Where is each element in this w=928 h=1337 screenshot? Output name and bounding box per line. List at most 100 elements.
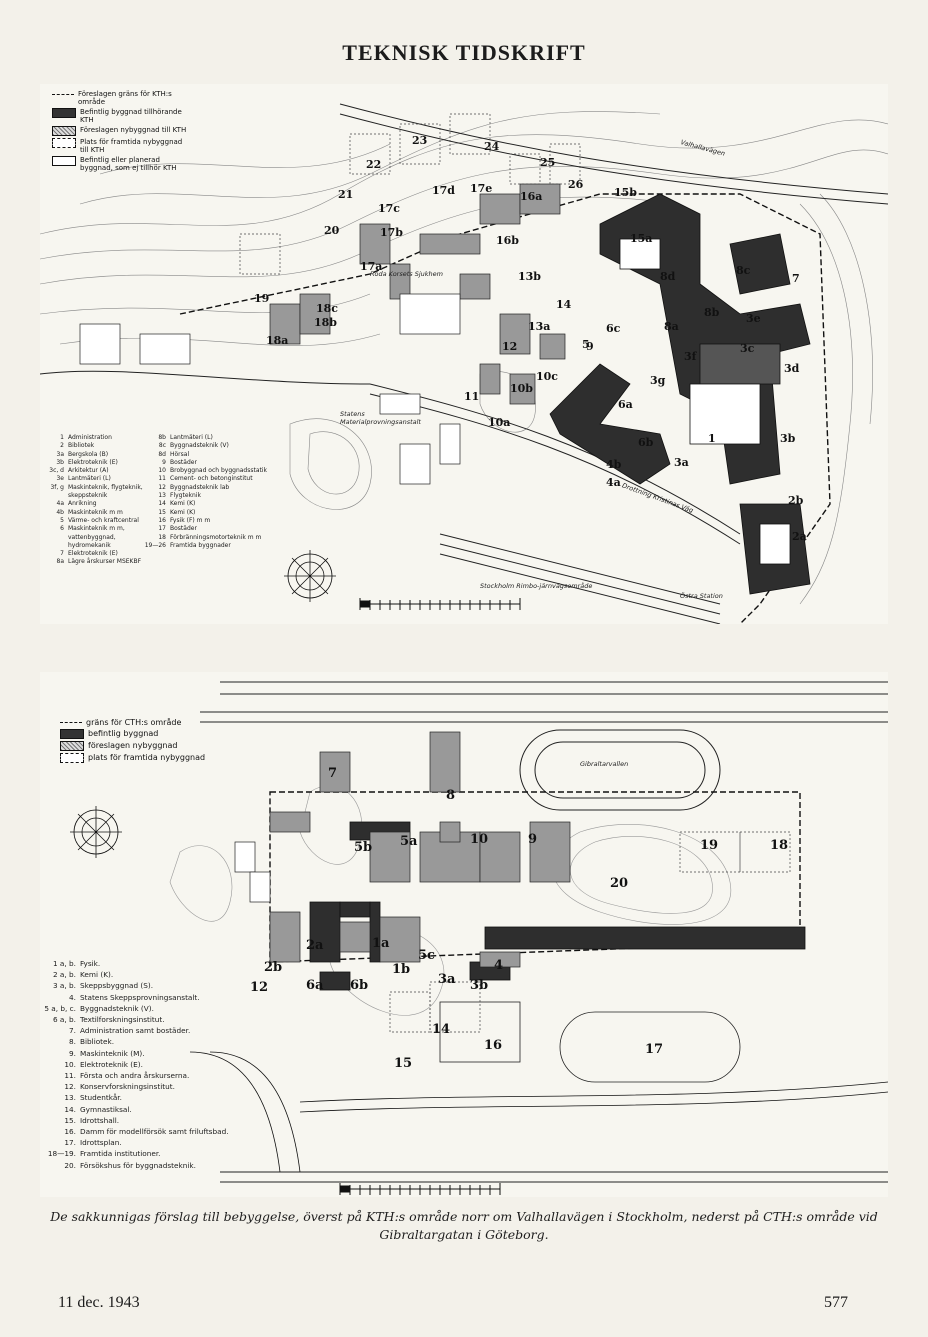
cth-site-plan: gräns för CTH:s område befintlig byggnad… — [40, 672, 888, 1197]
building-label: 13b — [518, 270, 541, 283]
key-number: 10 — [158, 467, 166, 475]
building-label: 8b — [704, 306, 720, 319]
building-label: 8a — [664, 320, 679, 333]
key-number: 4b — [56, 508, 64, 516]
building-label: 10b — [510, 382, 533, 395]
key-text: Fysik. — [80, 959, 101, 968]
key-text: Statens Skeppsprovningsanstalt. — [80, 992, 200, 1002]
building-label: 12 — [502, 340, 518, 353]
key-entry: 10 Brobyggnad och byggnadsstatik — [142, 467, 267, 475]
key-text: Anrikning — [68, 500, 97, 508]
building-label: 8d — [660, 270, 676, 283]
key-text: Lägre årskurser MSEKBF — [68, 558, 142, 566]
building-label: 15a — [630, 232, 653, 245]
building-label: 11 — [464, 390, 480, 403]
key-number: 5 — [60, 516, 64, 524]
key-text: Idrottsplan. — [80, 1138, 122, 1148]
key-entry: 15.Idrottshall. — [40, 1115, 240, 1126]
key-number: 18 — [158, 533, 166, 541]
key-text: Brobyggnad och byggnadsstatik — [170, 467, 268, 475]
page-number: 577 — [824, 1294, 848, 1311]
key-text: Konservforskningsinstitut. — [80, 1082, 175, 1092]
key-number: 3f, g — [50, 483, 64, 491]
building-label: 3b — [470, 978, 489, 993]
key-text: Skeppsbyggnad (S). — [80, 981, 154, 991]
key-number: 6 a, b. — [52, 1015, 76, 1025]
key-number: 14. — [64, 1104, 76, 1114]
legend-row: Föreslagen gräns för KTH:s område — [52, 90, 192, 106]
key-text: Bibliotek — [68, 442, 95, 450]
future-swatch — [52, 138, 76, 148]
building-label: 23 — [412, 134, 428, 147]
key-entry: 4. Statens Skeppsprovningsanstalt. — [40, 992, 240, 1003]
key-entry: 8.Bibliotek. — [40, 1036, 240, 1047]
building-label: 3b — [780, 432, 796, 445]
legend-row: gräns för CTH:s område — [60, 718, 220, 727]
key-entry: 13.Studentkår. — [40, 1092, 240, 1103]
key-text: Damm för modellförsök samt friluftsbad. — [80, 1127, 229, 1137]
key-text: Byggnadsteknik lab — [170, 483, 230, 491]
legend-label: Befintlig byggnad tillhörande KTH — [80, 108, 182, 124]
key-text: Fysik (F) m m — [170, 516, 211, 524]
key-entry: 18—19.Framtida institutioner. — [40, 1148, 240, 1159]
key-text: Byggnadsteknik (V). — [80, 1003, 154, 1013]
place-sjukhem: Röda Korsets Sjukhem — [370, 270, 444, 278]
building-label: 17b — [380, 226, 403, 239]
building-label: 3f — [684, 350, 697, 363]
key-entry: 16.Damm för modellförsök samt friluftsba… — [40, 1126, 240, 1137]
key-text: Kemi (K) — [170, 508, 196, 516]
building-label: 19 — [254, 292, 270, 305]
proposed-swatch — [52, 126, 76, 136]
key-text: Framtida byggnader — [170, 541, 231, 549]
building-label: 14 — [556, 298, 572, 311]
building-label: 15b — [614, 186, 637, 199]
key-entry: 14.Gymnastiksal. — [40, 1104, 240, 1115]
kth-legend: Föreslagen gräns för KTH:s område Befint… — [52, 90, 192, 174]
key-number: 7 — [60, 550, 64, 558]
building-label: 24 — [484, 140, 500, 153]
legend-row: Befintlig eller planerad byggnad, som ej… — [52, 156, 192, 172]
key-entry: 5 a, b, c.Byggnadsteknik (V). — [40, 1003, 240, 1014]
building-label: 7 — [792, 272, 800, 285]
key-number: 15 — [158, 508, 166, 516]
building-label: 5 — [582, 338, 590, 351]
building-label: 6a — [618, 398, 633, 411]
key-text: Flygteknik — [170, 492, 201, 500]
cth-map-drawing — [70, 681, 888, 1195]
building-label: 3a — [674, 456, 689, 469]
place-gibraltarvallen: Gibraltarvallen — [580, 760, 629, 768]
key-number: 12 — [158, 483, 166, 491]
future-swatch — [60, 753, 84, 763]
building-label: 17d — [432, 184, 455, 197]
key-number: 12. — [64, 1082, 76, 1092]
key-text: Värme- och kraftcentral — [68, 516, 139, 524]
building-label: 8 — [446, 788, 456, 803]
key-number: 15. — [64, 1115, 76, 1125]
key-number: 8a — [56, 558, 65, 566]
building-label: 21 — [338, 188, 354, 201]
key-number: 8. — [69, 1037, 76, 1047]
building-label: 17a — [360, 260, 383, 273]
key-entry: 7.Administration samt bostäder. — [40, 1025, 240, 1036]
building-label: 2b — [264, 960, 283, 975]
building-label: 12 — [250, 980, 269, 995]
key-text: Maskinteknik m m, vattenbyggnad, hydrome… — [68, 525, 125, 549]
place-provning: Statens Materialprovningsanstalt — [340, 410, 421, 426]
key-number: 4. — [69, 992, 76, 1002]
boundary-swatch — [52, 94, 74, 95]
legend-row: Plats för framtida nybyggnad till KTH — [52, 138, 192, 154]
building-label: 18c — [316, 302, 339, 315]
key-number: 16 — [158, 516, 166, 524]
key-number: 17. — [64, 1138, 76, 1148]
building-label: 6b — [350, 978, 369, 993]
key-number: 6 — [60, 525, 64, 533]
key-number: 3c, d — [49, 467, 64, 475]
